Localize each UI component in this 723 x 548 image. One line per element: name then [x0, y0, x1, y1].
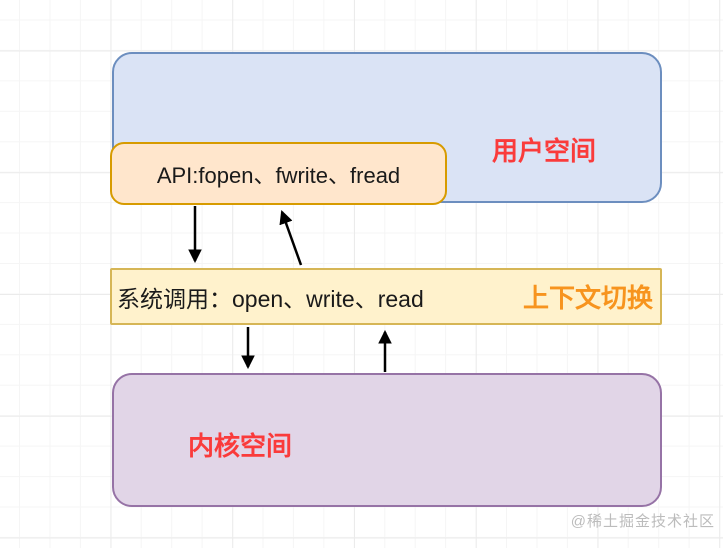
api-label: API:fopen、fwrite、fread — [156, 162, 401, 188]
arrow-syscall-to-api-icon — [279, 210, 303, 266]
watermark: @稀土掘金技术社区 — [570, 513, 715, 530]
kernel-space-title: 内核空间 — [188, 431, 293, 461]
kernel-space-box — [112, 373, 662, 507]
user-space-title: 用户空间 — [492, 136, 597, 166]
syscall-bar: 系统调用：open、write、read 上下文切换 — [110, 268, 662, 325]
api-box: API:fopen、fwrite、fread — [110, 142, 447, 205]
context-switch-label: 上下文切换 — [522, 283, 653, 313]
syscall-label: 系统调用：open、write、read — [117, 285, 424, 312]
